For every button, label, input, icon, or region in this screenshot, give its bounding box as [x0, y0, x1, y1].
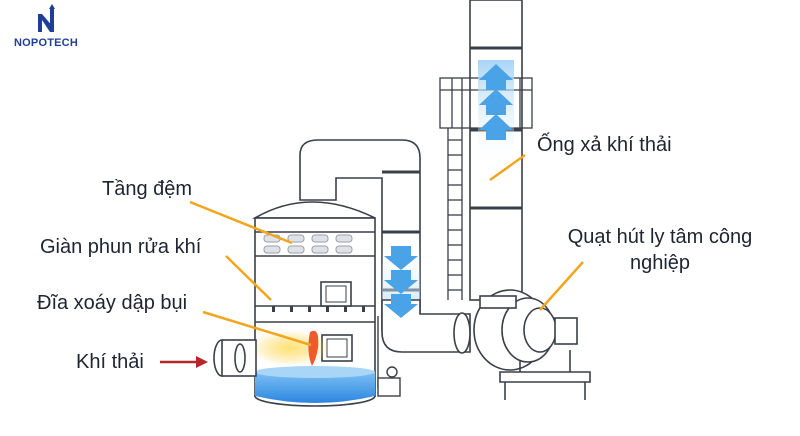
- down-flow-arrows: [384, 246, 418, 318]
- label-quat-hut-line1: Quạt hút ly tâm công: [567, 226, 753, 248]
- inlet-duct: [213, 339, 257, 377]
- spray-nozzles: [272, 306, 365, 312]
- leader-dia-xoay: [202, 310, 312, 347]
- leader-lines: [189, 153, 584, 347]
- stack-ladder: [439, 77, 533, 300]
- inspection-windows: [320, 281, 353, 362]
- label-quat-hut-line2: nghiệp: [629, 252, 691, 274]
- water-basin: [255, 366, 375, 403]
- label-tang-dem: Tầng đệm: [102, 178, 193, 200]
- centrifugal-fan: [473, 289, 591, 400]
- logo-mark-icon: [38, 4, 55, 32]
- label-dia-xoay: Đĩa xoáy dập bụi: [37, 292, 188, 314]
- leader-gian-phun: [225, 255, 272, 301]
- label-quat-hut: Quạt hút ly tâm công nghiệp: [560, 224, 760, 276]
- label-gian-phun: Giàn phun rửa khí: [40, 236, 202, 258]
- packing-layer: [263, 234, 353, 254]
- label-khi-thai: Khí thải: [76, 351, 144, 373]
- brand-logo: NOPOTECH: [4, 4, 88, 49]
- inlet-arrow: [160, 356, 208, 368]
- label-ong-xa-khi-thai: Ống xả khí thải: [537, 134, 672, 156]
- leader-ong-xa: [489, 153, 526, 182]
- recirculation-pump: [377, 316, 401, 397]
- leader-quat-hut: [539, 261, 584, 311]
- swirl-zone: [250, 330, 330, 366]
- leader-tang-dem: [189, 200, 293, 245]
- up-flow-arrows: [478, 60, 514, 170]
- brand-name: NOPOTECH: [14, 37, 78, 49]
